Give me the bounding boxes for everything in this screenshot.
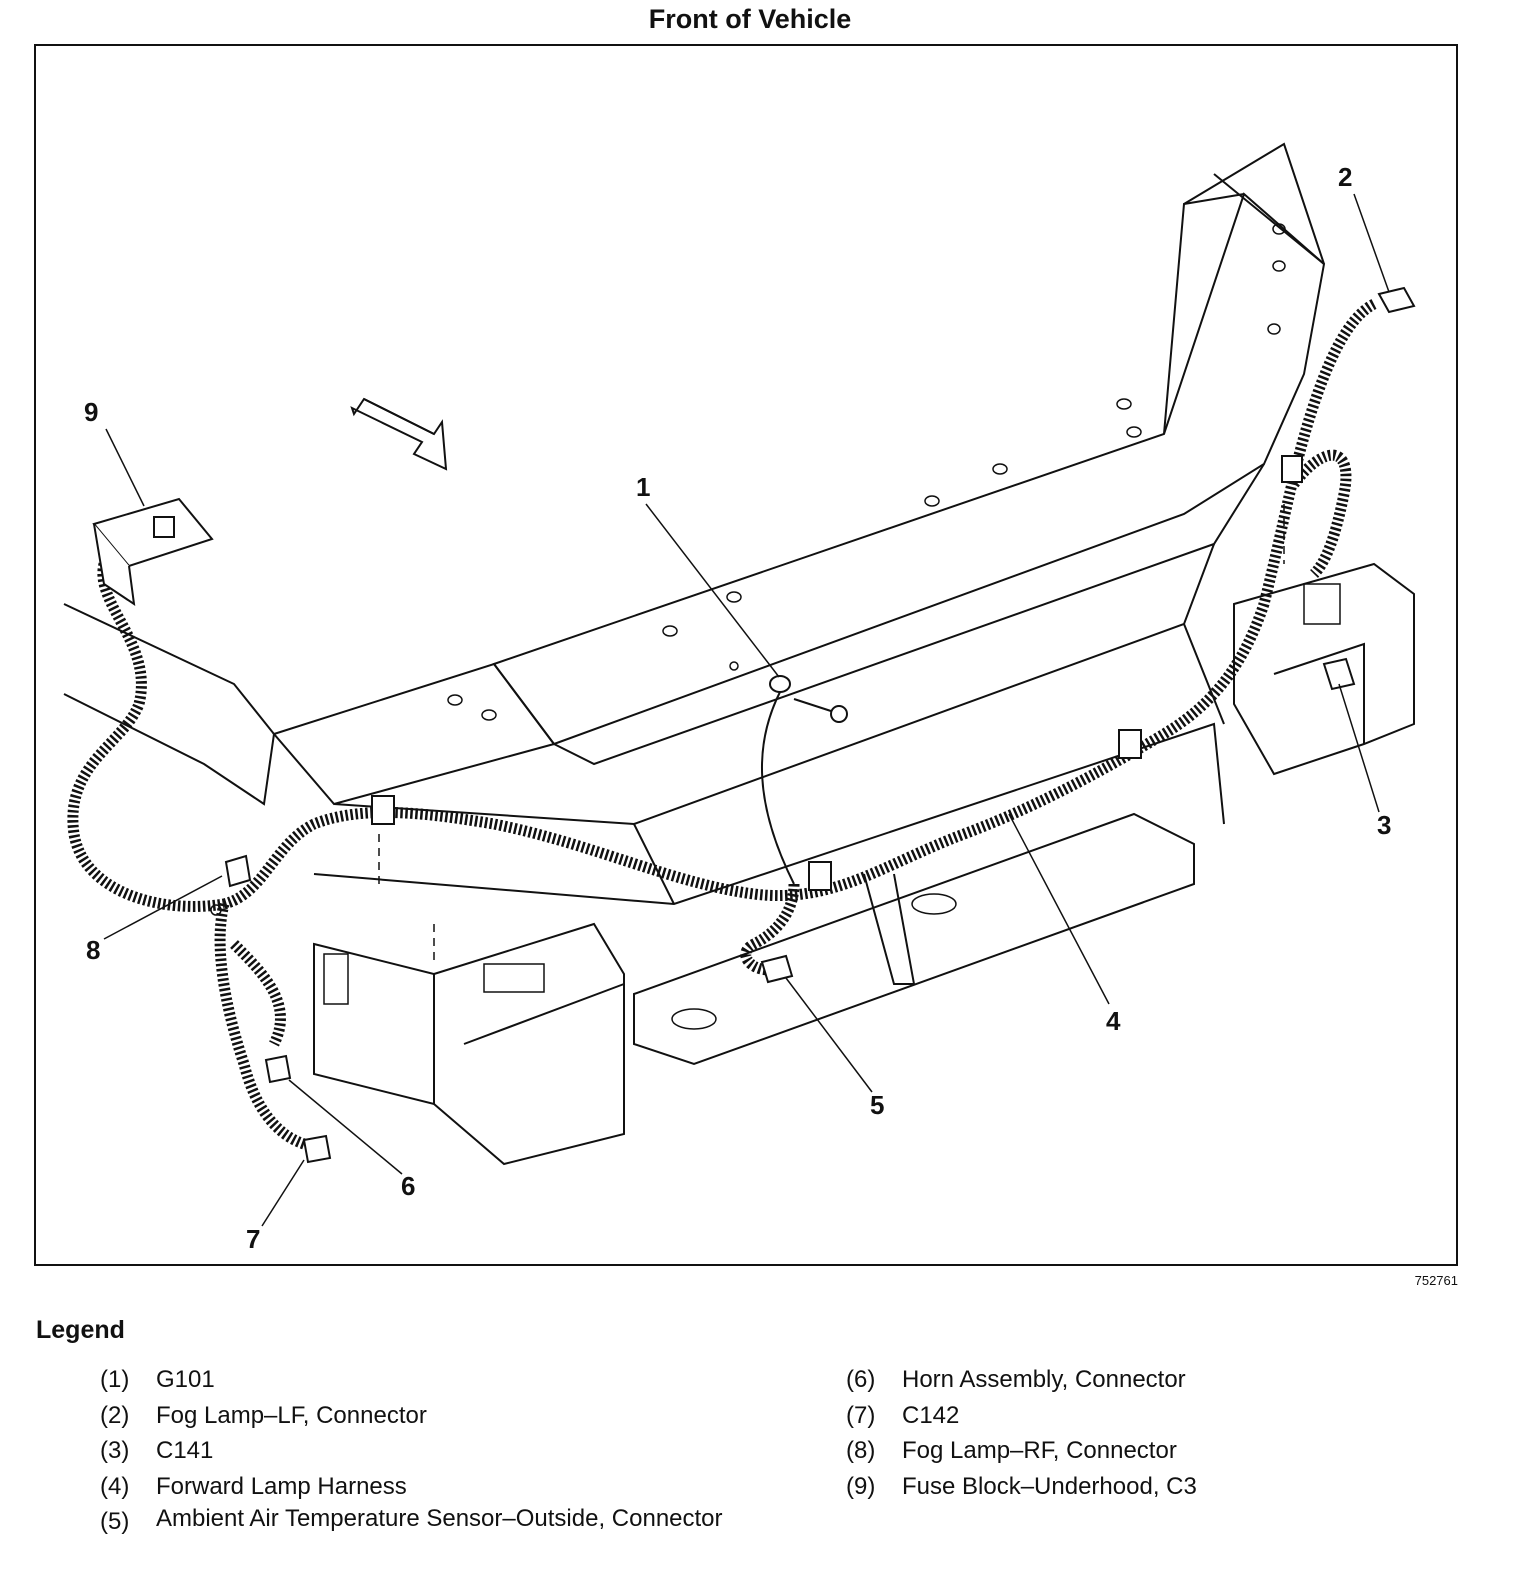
figure-id: 752761 [1414, 1273, 1458, 1288]
legend-item: (9) Fuse Block–Underhood, C3 [846, 1469, 1406, 1505]
legend-column-left: (1) G101 (2) Fog Lamp–LF, Connector (3) … [100, 1362, 740, 1540]
legend-item-number: (3) [100, 1437, 130, 1464]
callout-5: 5 [870, 1090, 884, 1120]
center-crossmember [633, 812, 1195, 1066]
connector-fog-lamp-rf [210, 854, 252, 916]
legend-item-text: C142 [902, 1401, 960, 1429]
legend-item-number: (5) [100, 1508, 130, 1535]
legend-item-text: Fog Lamp–LF, Connector [156, 1401, 427, 1429]
connector-horn-assembly [264, 1054, 292, 1084]
legend-item-text: G101 [156, 1366, 215, 1393]
callout-9: 9 [84, 397, 98, 427]
callout-3: 3 [1377, 810, 1391, 840]
legend-item-number: (7) [846, 1401, 876, 1429]
legend-item-text: Horn Assembly, Connector [902, 1366, 1186, 1393]
legend-item: (4) Forward Lamp Harness [100, 1469, 740, 1505]
legend-item: (5) Ambient Air Temperature Sensor–Outsi… [100, 1504, 740, 1540]
legend-item: (3) C141 [100, 1433, 740, 1469]
legend-title: Legend [36, 1316, 125, 1344]
legend-item-number: (1) [100, 1366, 130, 1393]
callout-6: 6 [401, 1171, 415, 1201]
connector-c142 [302, 1134, 332, 1164]
callout-4: 4 [1106, 1006, 1121, 1036]
callout-8: 8 [86, 935, 100, 965]
fuse-block-underhood-c3 [92, 497, 214, 607]
connector-fog-lamp-lf [1377, 286, 1416, 314]
front-direction-arrow [350, 397, 448, 471]
wiring-diagram: 1 2 3 4 5 6 7 8 9 [63, 142, 1416, 1254]
legend-item-text: Forward Lamp Harness [156, 1472, 407, 1500]
callout-7: 7 [246, 1224, 260, 1254]
legend-item-text: Ambient Air Temperature Sensor–Outside, … [156, 1505, 723, 1532]
callout-2: 2 [1338, 162, 1352, 192]
legend-item-number: (4) [100, 1472, 130, 1500]
legend-item: (6) Horn Assembly, Connector [846, 1362, 1406, 1398]
connector-c141 [1322, 657, 1356, 691]
legend-item-number: (2) [100, 1401, 130, 1429]
legend-item: (2) Fog Lamp–LF, Connector [100, 1398, 740, 1434]
legend-item-number: (6) [846, 1366, 876, 1393]
diagram-title: Front of Vehicle [648, 4, 852, 34]
connector-ambient-air-temp [760, 954, 794, 984]
leader-lines [103, 193, 1390, 1227]
legend-item: (1) G101 [100, 1362, 740, 1398]
callout-1: 1 [636, 472, 650, 502]
legend-item-text: Fuse Block–Underhood, C3 [902, 1472, 1197, 1500]
right-bumper-bracket [1233, 562, 1415, 776]
diagram-frame [34, 44, 1458, 1266]
legend-item-text: Fog Lamp–RF, Connector [902, 1437, 1177, 1464]
harness-clips [371, 455, 1303, 964]
legend-column-right: (6) Horn Assembly, Connector (7) C142 (8… [846, 1362, 1406, 1504]
legend-item-number: (9) [846, 1472, 876, 1500]
left-bumper-bracket [313, 922, 625, 1166]
legend-item: (8) Fog Lamp–RF, Connector [846, 1433, 1406, 1469]
legend-item: (7) C142 [846, 1398, 1406, 1434]
forward-lamp-harness [67, 299, 1377, 1150]
connector-g101 [729, 661, 848, 885]
legend-item-number: (8) [846, 1437, 876, 1464]
radiator-support [63, 142, 1326, 906]
legend-item-text: C141 [156, 1437, 214, 1464]
